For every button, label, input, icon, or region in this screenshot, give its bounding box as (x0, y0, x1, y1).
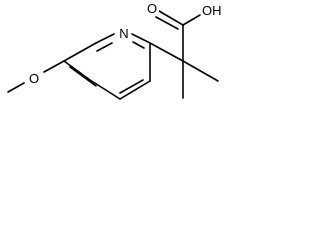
bond-c4a-c5 (63, 60, 91, 81)
bond-c2-quaternary (149, 42, 184, 62)
bond-n1-c2-inner (132, 41, 145, 49)
bond-c5-c6 (63, 42, 97, 62)
bond-quaternary-methyl-right (182, 60, 219, 82)
bond-c6-n1-outer (95, 33, 115, 44)
bond-c4-c4a (89, 79, 121, 100)
methoxy-oxygen-bg (27, 70, 41, 86)
carbonyl-oxygen-label: O (147, 1, 157, 16)
hydroxyl-bg (201, 2, 227, 18)
methoxy-oxygen-label: O (29, 71, 39, 86)
bond-c4a-c5-inner (69, 66, 97, 87)
bond-c6-n1-inner (96, 42, 113, 52)
bond-c3-c4 (119, 80, 151, 100)
bond-c3-c4-inner (119, 79, 144, 94)
bond-carbonyl-outer (158, 10, 184, 26)
chemical-structure-diagram: O N O OH (7, 0, 227, 100)
bond-carbonyl-inner (155, 16, 179, 30)
carbonyl-oxygen-bg (145, 0, 159, 16)
ring-nitrogen-label: N (119, 26, 128, 41)
bond-hydroxyl (182, 14, 201, 26)
bond-methyl-oxygen (7, 82, 25, 93)
bond-oxygen-c5 (43, 60, 65, 73)
ring-nitrogen-bg (117, 25, 131, 41)
bond-n1-c2-outer (131, 33, 151, 44)
hydroxyl-label: OH (202, 3, 222, 18)
